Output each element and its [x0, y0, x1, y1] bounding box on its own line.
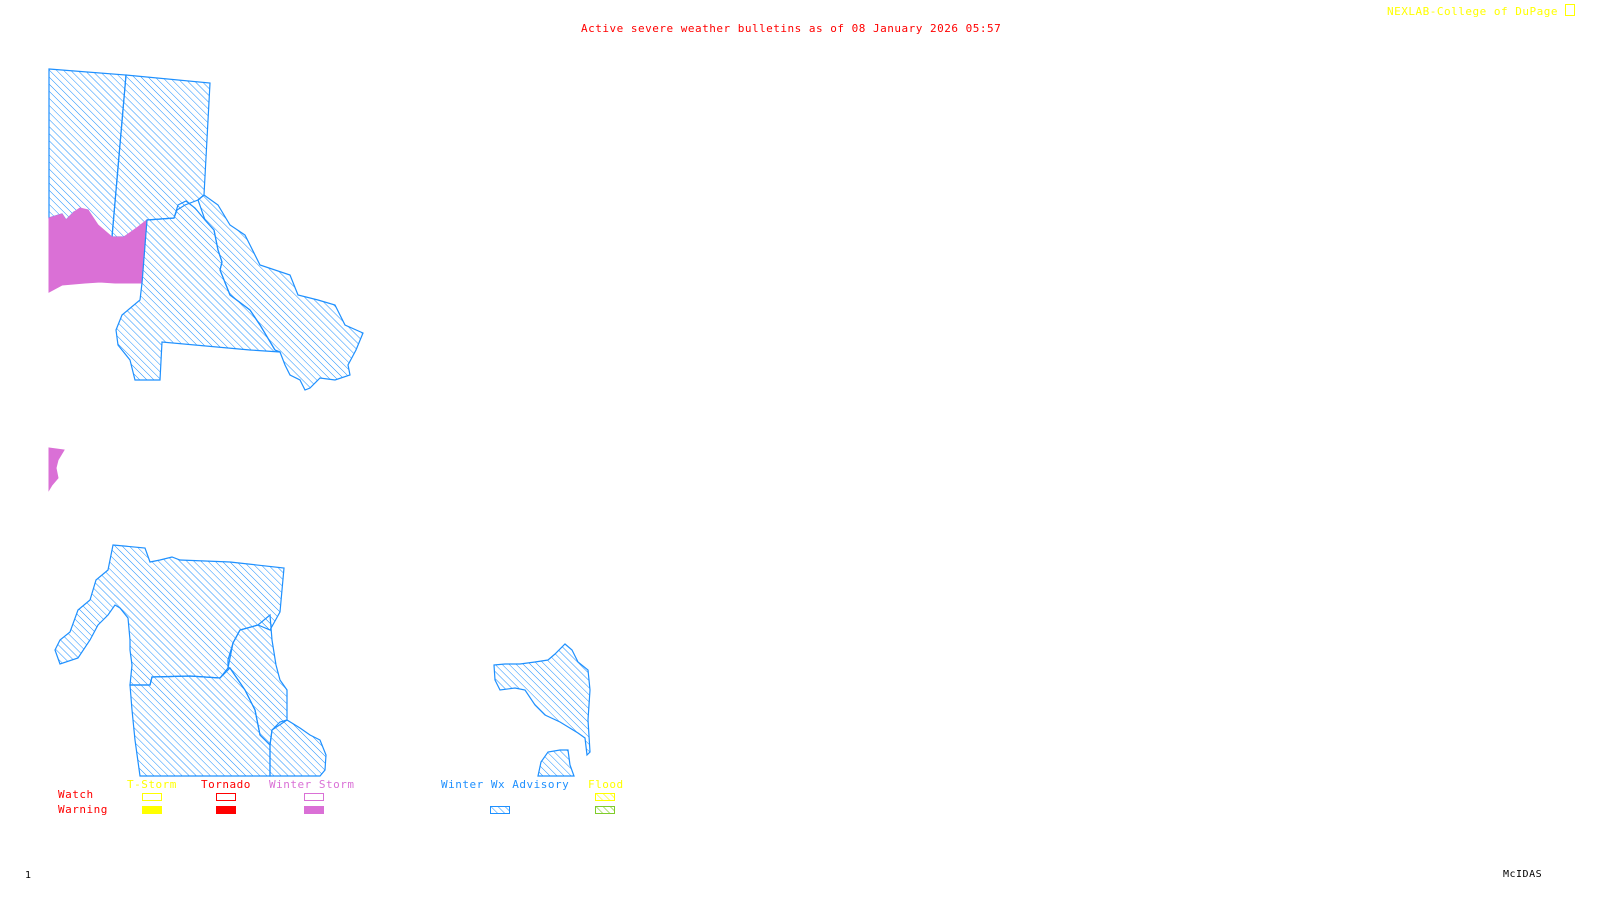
legend-row-watch: Watch — [58, 788, 94, 801]
advisory-area-south-far-east[interactable] — [269, 719, 327, 777]
swatch-flood-watch — [595, 793, 615, 801]
legend-row-warning: Warning — [58, 803, 108, 816]
frame-number: 1 — [25, 870, 32, 881]
swatch-tornado-warning — [216, 806, 236, 814]
legend-header-winter-storm: Winter Storm — [269, 778, 355, 791]
swatch-tstorm-watch — [142, 793, 162, 801]
legend-header-flood: Flood — [588, 778, 624, 791]
swatch-winter-wx-advisory — [490, 806, 510, 814]
credit-text: NEXLAB-College of DuPage — [1387, 5, 1558, 18]
legend-header-tstorm: T-Storm — [127, 778, 177, 791]
swatch-winter-storm-watch — [304, 793, 324, 801]
software-label: McIDAS — [1503, 869, 1543, 880]
swatch-flood-warning — [595, 806, 615, 814]
credit-label: NEXLAB-College of DuPage — [1387, 4, 1576, 18]
legend-header-tornado: Tornado — [201, 778, 251, 791]
advisory-area-southeast-small[interactable] — [537, 749, 575, 777]
advisory-area-central-east[interactable] — [197, 194, 364, 391]
swatch-tstorm-warning — [142, 806, 162, 814]
winter-storm-warning-west-edge[interactable] — [48, 447, 65, 492]
logo-icon — [1565, 4, 1576, 16]
advisory-area-south-east[interactable] — [227, 613, 288, 747]
advisory-area-southeast[interactable] — [493, 643, 591, 757]
winter-storm-warning-north[interactable] — [48, 207, 148, 293]
page-title: Active severe weather bulletins as of 08… — [581, 22, 1002, 35]
legend-header-winter-wx-advisory: Winter Wx Advisory — [441, 778, 570, 791]
swatch-winter-storm-warning — [304, 806, 324, 814]
swatch-tornado-watch — [216, 793, 236, 801]
